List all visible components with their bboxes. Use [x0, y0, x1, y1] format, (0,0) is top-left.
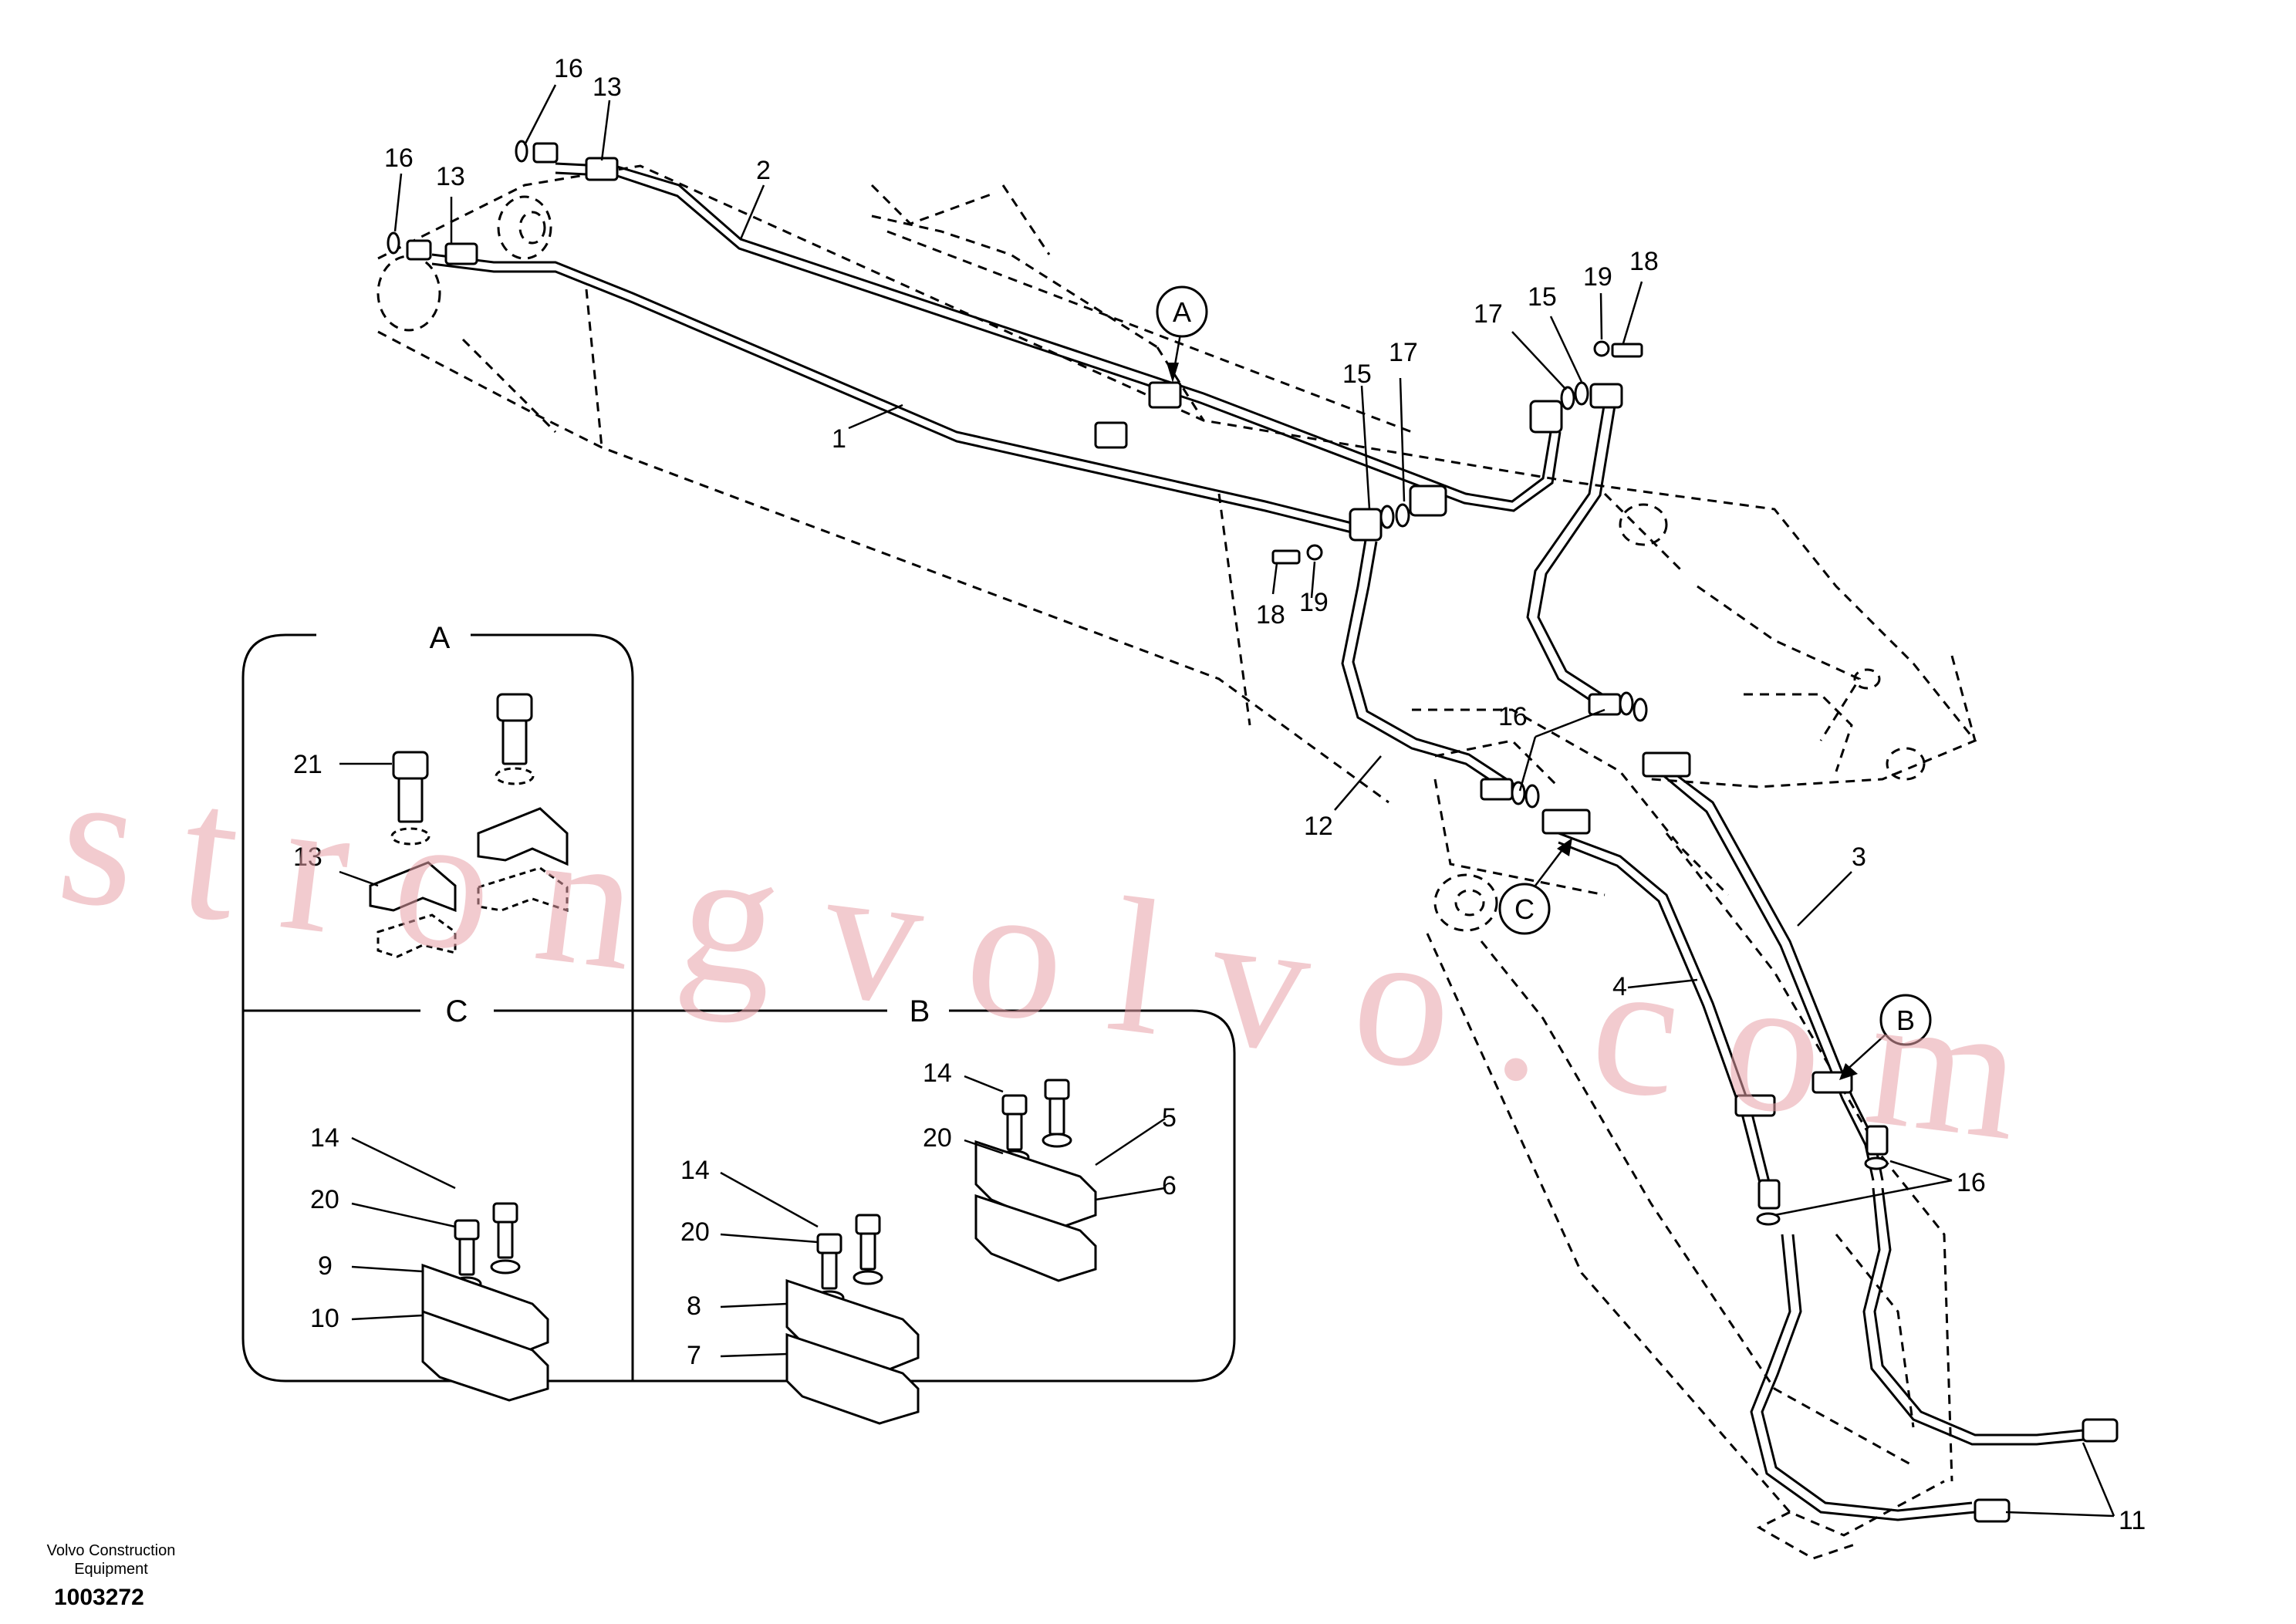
inset-frames: [241, 633, 1236, 1383]
callout-16-center: 16: [1498, 702, 1528, 731]
callout-17-right: 17: [1474, 299, 1503, 329]
marker-arrowheads: [1167, 363, 1858, 1080]
inset-b-callout-6: 6: [1162, 1171, 1177, 1200]
callout-2: 2: [756, 156, 771, 185]
inset-b-callout-20: 20: [680, 1217, 710, 1247]
fittings: [387, 140, 2119, 1523]
inset-c-callout-20: 20: [310, 1185, 339, 1214]
manufacturer-line-2: Equipment: [74, 1561, 148, 1578]
callout-1: 1: [832, 424, 846, 454]
pipe-4: [1558, 832, 1776, 1204]
callout-18-right: 18: [1629, 247, 1659, 276]
callout-15-center: 15: [1342, 360, 1372, 389]
inset-b-callout-14-upper: 14: [923, 1058, 952, 1088]
inset-c-callout-10: 10: [310, 1304, 339, 1333]
callout-19-center: 19: [1299, 588, 1329, 617]
manufacturer-line-1: Volvo Construction: [46, 1542, 176, 1559]
inset-a-leaders: [339, 762, 392, 887]
pipe-2: [555, 162, 1562, 512]
inset-a-parts: [369, 693, 569, 958]
inset-c-parts: [421, 1202, 549, 1402]
detail-marker-b[interactable]: B: [1879, 994, 1932, 1046]
leader-lines: [393, 84, 2115, 1518]
hose-upper: [1526, 400, 1617, 711]
callout-16-left: 16: [384, 143, 414, 173]
inset-c-callout-9: 9: [318, 1251, 333, 1281]
inset-b-callout-8: 8: [687, 1291, 701, 1321]
boom-outline: [376, 164, 1977, 1560]
callout-11: 11: [2119, 1506, 2146, 1535]
detail-marker-c[interactable]: C: [1498, 883, 1551, 935]
callout-12: 12: [1304, 812, 1333, 841]
callout-13-top: 13: [593, 73, 622, 102]
callout-3: 3: [1852, 842, 1866, 872]
callout-19-right: 19: [1583, 262, 1612, 292]
inset-b-parts: [785, 1079, 1097, 1425]
callout-15-right: 15: [1528, 282, 1557, 312]
callout-13-left: 13: [436, 162, 465, 191]
inset-a-title-bg: [409, 621, 471, 655]
detail-marker-b-label: B: [1896, 1004, 1915, 1036]
callout-16-top: 16: [554, 54, 583, 83]
detail-marker-a-label: A: [1173, 296, 1191, 328]
inset-c-callout-14: 14: [310, 1123, 339, 1153]
callout-18-center: 18: [1256, 600, 1285, 630]
inset-b-title: B: [910, 994, 930, 1028]
inset-b-callout-14: 14: [680, 1156, 710, 1185]
manufacturer-label: Volvo Construction Equipment: [26, 1541, 196, 1578]
pipe-1: [431, 253, 1359, 535]
inset-a-callout-13: 13: [293, 842, 322, 872]
inset-b-callout-5: 5: [1162, 1103, 1177, 1133]
callout-16-lower: 16: [1957, 1168, 1986, 1197]
inset-c-title: C: [446, 994, 468, 1028]
hose-12: [1341, 539, 1514, 796]
detail-marker-a[interactable]: A: [1156, 285, 1208, 338]
drawing-number: 1003272: [54, 1585, 144, 1610]
inset-b-callout-7: 7: [687, 1341, 701, 1370]
inset-c-leaders: [351, 1136, 456, 1321]
callout-17-center: 17: [1389, 338, 1418, 367]
inset-a-callout-21: 21: [293, 750, 322, 779]
detail-marker-c-label: C: [1514, 893, 1535, 925]
inset-b-callout-20-upper: 20: [923, 1123, 952, 1153]
callout-4: 4: [1612, 972, 1627, 1001]
inset-a-title: A: [430, 621, 451, 655]
hose-11: [1750, 1187, 2116, 1521]
inset-b-leaders: [720, 1075, 1166, 1358]
